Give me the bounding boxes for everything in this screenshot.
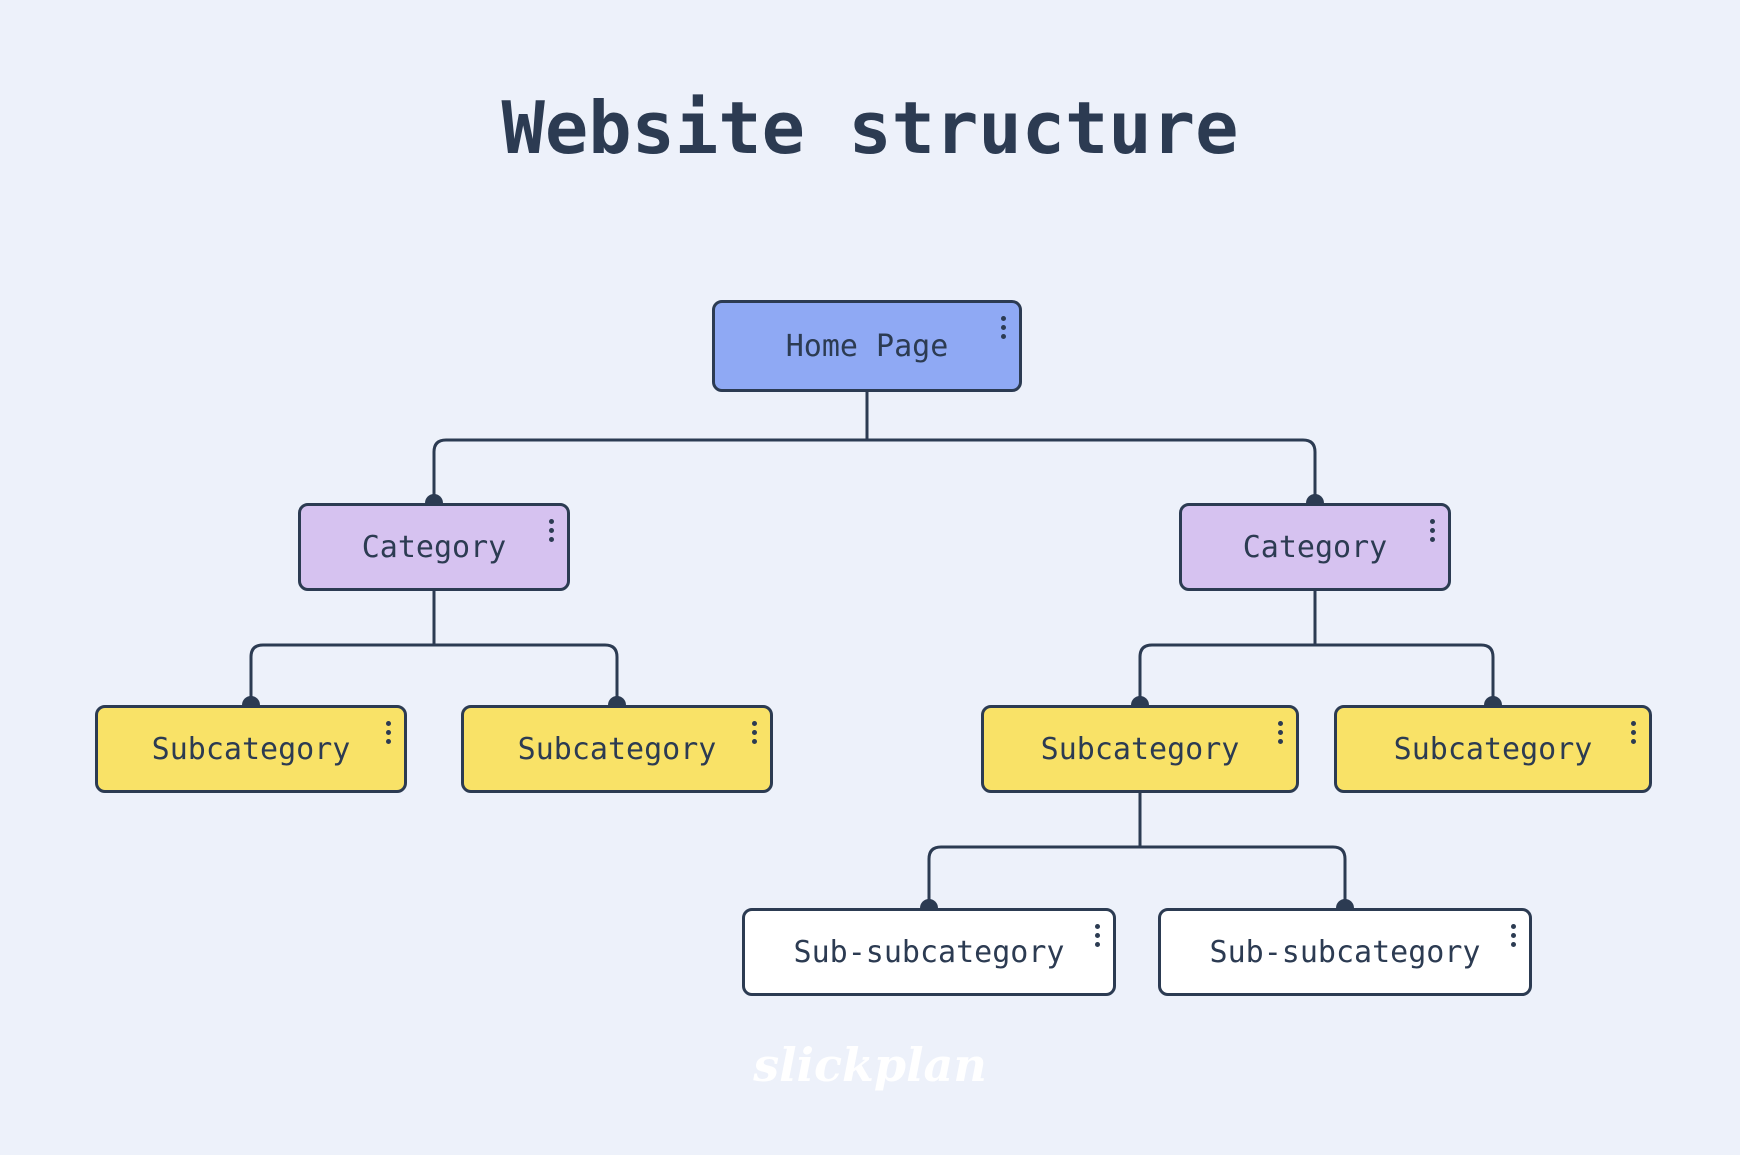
node-label: Home Page xyxy=(785,328,949,364)
kebab-menu-icon[interactable] xyxy=(1629,719,1638,746)
kebab-menu-icon[interactable] xyxy=(1093,922,1102,949)
node-ss2[interactable]: Sub-subcategory xyxy=(1158,908,1532,996)
kebab-menu-icon[interactable] xyxy=(999,314,1008,341)
connector-path xyxy=(1138,643,1495,705)
kebab-menu-icon[interactable] xyxy=(384,719,393,746)
diagram-title: Website structure xyxy=(501,86,1239,170)
node-label: Category xyxy=(361,529,507,565)
node-sub4[interactable]: Subcategory xyxy=(1334,705,1652,793)
connector-path xyxy=(249,643,619,705)
kebab-menu-icon[interactable] xyxy=(750,719,759,746)
node-cat2[interactable]: Category xyxy=(1179,503,1451,591)
connector-path xyxy=(927,845,1347,908)
node-sub1[interactable]: Subcategory xyxy=(95,705,407,793)
node-label: Subcategory xyxy=(517,731,717,767)
node-label: Sub-subcategory xyxy=(1209,934,1481,970)
node-sub2[interactable]: Subcategory xyxy=(461,705,773,793)
node-ss1[interactable]: Sub-subcategory xyxy=(742,908,1116,996)
node-cat1[interactable]: Category xyxy=(298,503,570,591)
node-label: Sub-subcategory xyxy=(793,934,1065,970)
node-label: Subcategory xyxy=(1393,731,1593,767)
node-label: Category xyxy=(1242,529,1388,565)
kebab-menu-icon[interactable] xyxy=(547,517,556,544)
kebab-menu-icon[interactable] xyxy=(1428,517,1437,544)
node-label: Subcategory xyxy=(151,731,351,767)
node-sub3[interactable]: Subcategory xyxy=(981,705,1299,793)
node-label: Subcategory xyxy=(1040,731,1240,767)
kebab-menu-icon[interactable] xyxy=(1509,922,1518,949)
node-home[interactable]: Home Page xyxy=(712,300,1022,392)
connector-path xyxy=(432,438,1317,503)
kebab-menu-icon[interactable] xyxy=(1276,719,1285,746)
slickplan-watermark: slickplan xyxy=(753,1038,987,1092)
